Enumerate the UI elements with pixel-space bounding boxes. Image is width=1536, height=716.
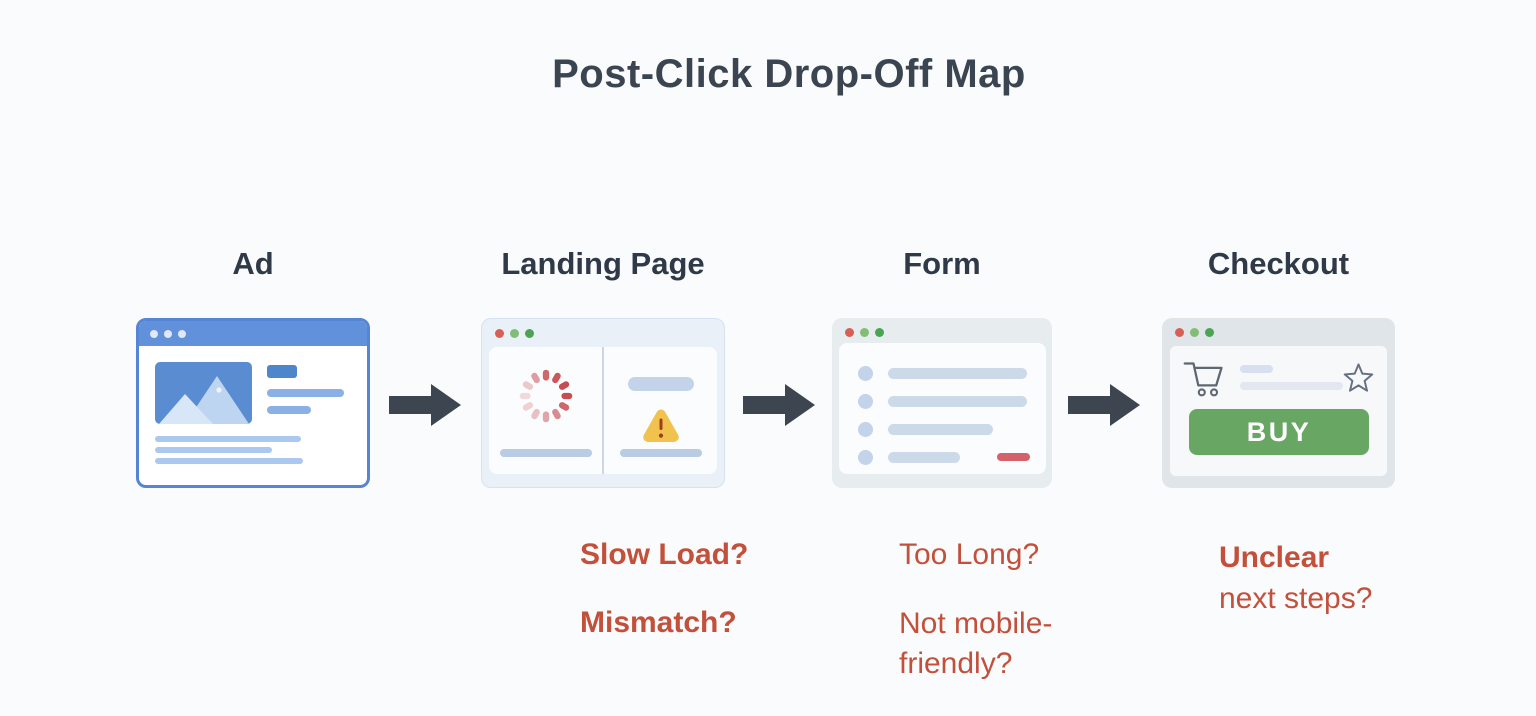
form-field-bar (888, 423, 993, 435)
checkout-content-panel: BUY (1170, 346, 1387, 476)
issue-unclear-rest: next steps? (1219, 582, 1373, 615)
window-dot-icon (150, 329, 158, 338)
stage-label-checkout: Checkout (1207, 246, 1350, 281)
shopping-cart-icon (1183, 362, 1223, 397)
window-dot-green-icon (860, 327, 869, 337)
issue-not-mobile-friendly: Not mobile-friendly? (899, 607, 1053, 680)
window-dot-red-icon (845, 327, 854, 337)
landing-page-content-panel (489, 347, 717, 474)
form-field-row (858, 443, 1030, 471)
form-browser-window (832, 318, 1052, 488)
issue-too-long: Too Long? (899, 538, 1040, 571)
window-dot-green-icon (875, 327, 884, 337)
form-field-row (858, 415, 1030, 443)
ad-text-line (155, 436, 301, 442)
form-field-bar (888, 451, 960, 463)
page-title: Post-Click Drop-Off Map (552, 52, 1026, 96)
bullet-circle-icon (858, 365, 873, 381)
placeholder-text-line (499, 449, 592, 457)
issue-slow-load: Slow Load? (580, 538, 749, 571)
window-dot-green-icon (1205, 327, 1214, 337)
landing-right-pane (604, 347, 717, 474)
ad-text-line (155, 458, 303, 464)
arrow-right-icon (743, 384, 815, 426)
stage-ad: Ad (136, 246, 370, 488)
checkout-text-lines (1239, 365, 1343, 390)
stage-label-form: Form (903, 246, 981, 281)
form-field-bar (888, 367, 1027, 379)
mountain-image-icon (159, 376, 249, 424)
ad-text-line (267, 389, 344, 397)
checkout-browser-window: BUY (1162, 318, 1395, 488)
form-field-bar (888, 395, 1027, 407)
bullet-circle-icon (858, 393, 873, 409)
ad-body-text-lines (155, 436, 354, 464)
stage-label-ad: Ad (232, 246, 274, 281)
stage-checkout: Checkout (1162, 246, 1395, 488)
window-dot-icon (178, 329, 186, 338)
ad-text-line (267, 406, 311, 414)
arrow-right-icon (1068, 384, 1140, 426)
issue-unclear-emphasis: Unclear (1219, 541, 1330, 574)
form-field-row (858, 359, 1030, 387)
checkout-top-row (1170, 346, 1387, 400)
placeholder-heading-bar (627, 377, 694, 391)
image-placeholder-icon (155, 362, 252, 424)
placeholder-text-line (1239, 382, 1343, 390)
buy-button: BUY (1189, 409, 1369, 455)
ad-text-line (155, 447, 272, 453)
bullet-circle-icon (858, 449, 873, 465)
window-dot-green-icon (525, 328, 534, 338)
landing-left-pane (489, 347, 604, 474)
ad-browser-window (136, 318, 370, 488)
bullet-circle-icon (858, 421, 873, 437)
window-titlebar (139, 321, 367, 346)
warning-triangle-icon (642, 409, 679, 442)
ad-text-block (267, 362, 344, 424)
window-titlebar (1162, 318, 1395, 346)
window-dot-red-icon (495, 328, 504, 338)
window-dot-red-icon (1175, 327, 1184, 337)
landing-page-browser-window (481, 318, 725, 488)
window-dot-green-icon (510, 328, 519, 338)
arrow-right-icon (389, 384, 461, 426)
stage-form: Form (832, 246, 1052, 488)
placeholder-text-line (619, 449, 702, 457)
issue-unclear-next-steps: Unclear next steps? (1219, 537, 1372, 619)
stage-label-landing-page: Landing Page (501, 246, 705, 281)
placeholder-text-line (1239, 365, 1273, 373)
issue-mismatch: Mismatch? (580, 606, 737, 639)
ad-window-body (139, 346, 367, 464)
window-titlebar (482, 319, 724, 347)
star-icon (1343, 362, 1374, 392)
form-field-row (858, 387, 1030, 415)
stage-landing-page: Landing Page (481, 246, 725, 488)
ad-badge (267, 365, 297, 378)
form-content-panel (839, 343, 1046, 474)
window-titlebar (832, 318, 1052, 346)
form-error-bar (997, 453, 1030, 461)
window-dot-green-icon (1190, 327, 1199, 337)
loading-spinner-icon (519, 369, 572, 423)
window-dot-icon (164, 329, 172, 338)
